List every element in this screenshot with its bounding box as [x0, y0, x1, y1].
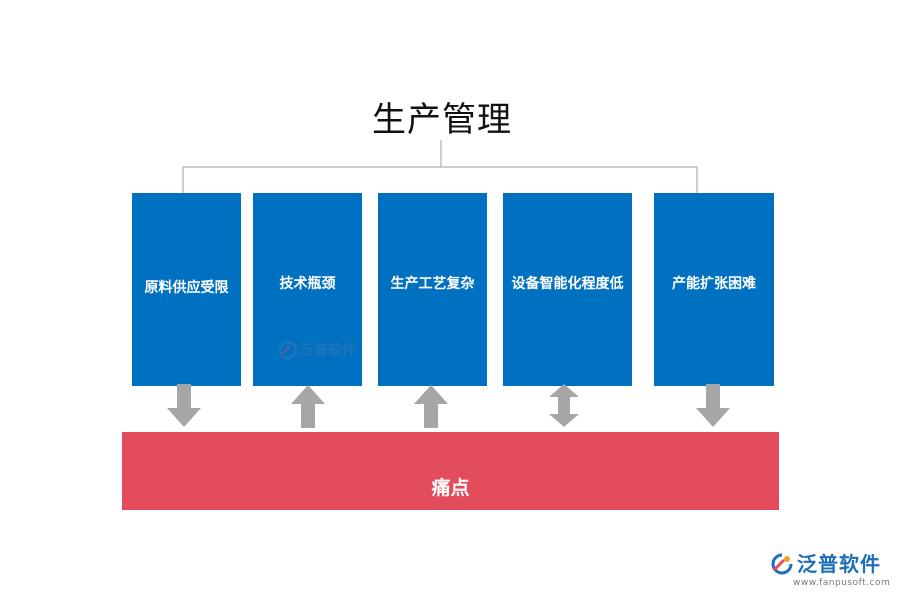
arrow-double-icon	[549, 384, 579, 427]
box-label: 设备智能化程度低	[511, 275, 624, 292]
box-label: 原料供应受限	[144, 279, 229, 296]
brand-logo: 泛普软件	[770, 553, 881, 575]
arrow-up-icon	[291, 385, 325, 428]
brand-name: 泛普软件	[797, 552, 881, 576]
watermark-text: 泛普软件	[300, 343, 356, 359]
watermark-logo-icon	[278, 340, 298, 360]
box-label: 产能扩张困难	[672, 275, 756, 292]
pain-point-box-capacity: 产能扩张困难	[654, 193, 774, 386]
pain-point-box-technology: 技术瓶颈	[253, 193, 362, 386]
pain-point-box-raw-material: 原料供应受限	[132, 193, 241, 386]
brand-url: www.fanpusoft.com	[793, 578, 891, 588]
box-label: 生产工艺复杂	[390, 275, 475, 292]
pain-point-box-equipment: 设备智能化程度低	[503, 193, 632, 386]
arrow-down-icon	[167, 384, 201, 427]
arrow-down-icon	[696, 384, 730, 427]
box-label: 技术瓶颈	[279, 275, 336, 292]
banner-label: 痛点	[431, 477, 470, 499]
pain-point-box-process: 生产工艺复杂	[378, 193, 487, 386]
pain-point-banner: 痛点	[122, 432, 779, 510]
brand-logo-icon	[771, 553, 793, 575]
arrow-up-icon	[414, 385, 448, 428]
diagram-title: 生产管理	[372, 100, 512, 140]
watermark: 泛普软件	[278, 340, 356, 360]
tree-connector	[182, 140, 698, 193]
